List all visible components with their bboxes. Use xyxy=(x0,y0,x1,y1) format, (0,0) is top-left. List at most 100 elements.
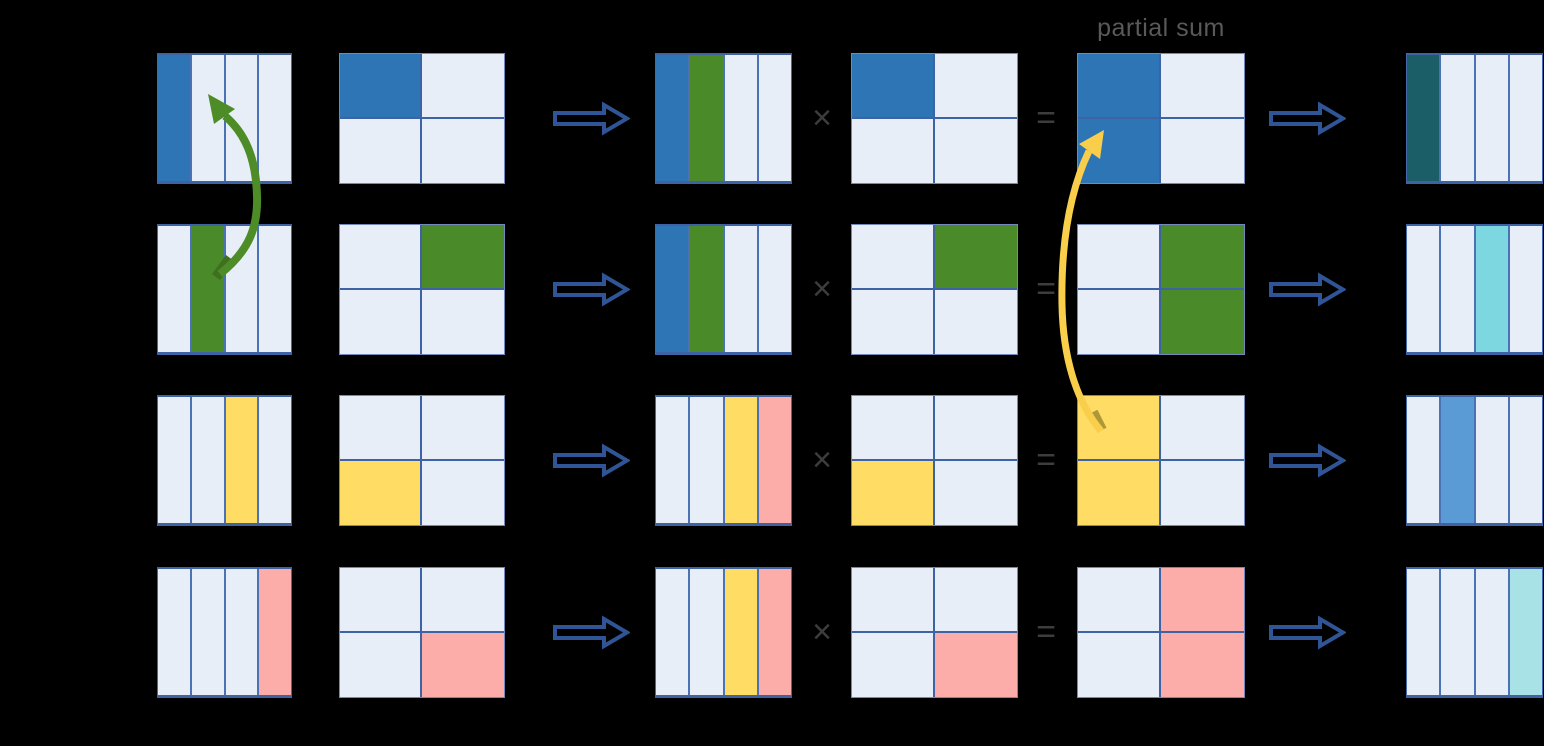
equals-symbol: = xyxy=(1036,99,1056,137)
matrix-cell xyxy=(1078,118,1161,183)
matrix-cell xyxy=(158,226,190,352)
matrix-cell xyxy=(656,397,689,523)
matrix-cell xyxy=(722,569,757,695)
matrix-cell xyxy=(1161,396,1244,461)
matrix-cell xyxy=(189,226,224,352)
matrix-cell xyxy=(340,54,422,119)
result-column-matrix xyxy=(1406,53,1543,184)
input-column-matrix xyxy=(157,395,292,526)
matrix-cell xyxy=(1439,55,1474,181)
matrix-cell xyxy=(656,226,689,352)
matrix-cell xyxy=(852,632,935,697)
diagram-row: × = xyxy=(0,224,1544,355)
matrix-cell xyxy=(1078,632,1161,697)
matrix-cell xyxy=(756,55,791,181)
operand-tile-matrix xyxy=(851,53,1018,184)
matrix-cell xyxy=(756,226,791,352)
matrix-cell xyxy=(688,226,723,352)
matrix-cell xyxy=(1161,460,1244,525)
matrix-cell xyxy=(1473,397,1508,523)
matrix-cell xyxy=(1407,569,1440,695)
matrix-cell xyxy=(1078,568,1161,633)
matrix-cell xyxy=(1078,396,1161,461)
flow-arrow-icon xyxy=(553,443,630,478)
input-column-matrix xyxy=(157,224,292,355)
matrix-cell xyxy=(688,569,723,695)
matrix-cell xyxy=(688,397,723,523)
matrix-cell xyxy=(422,396,504,461)
multiply-symbol: × xyxy=(812,99,832,137)
matrix-cell xyxy=(1473,569,1508,695)
matrix-cell xyxy=(1507,226,1542,352)
loaded-columns-matrix xyxy=(655,224,792,355)
matrix-cell xyxy=(934,54,1017,119)
matrix-cell xyxy=(656,569,689,695)
result-column-matrix xyxy=(1406,224,1543,355)
matrix-cell xyxy=(422,632,504,697)
diagram-row: × = xyxy=(0,53,1544,184)
input-tile-matrix xyxy=(339,224,505,355)
matrix-cell xyxy=(1439,226,1474,352)
matrix-cell xyxy=(1439,397,1474,523)
operand-tile-matrix xyxy=(851,224,1018,355)
equals-symbol: = xyxy=(1036,613,1056,651)
matrix-cell xyxy=(422,118,504,183)
operand-tile-matrix xyxy=(851,395,1018,526)
partial-sum-label: partial sum xyxy=(1097,14,1225,42)
matrix-cell xyxy=(158,55,190,181)
matrix-cell xyxy=(223,226,258,352)
matrix-cell xyxy=(1161,632,1244,697)
matrix-cell xyxy=(1161,289,1244,354)
matrix-cell xyxy=(852,396,935,461)
input-column-matrix xyxy=(157,53,292,184)
matrix-cell xyxy=(340,289,422,354)
loaded-columns-matrix xyxy=(655,567,792,698)
flow-arrow-icon xyxy=(553,272,630,307)
matrix-cell xyxy=(852,225,935,290)
matrix-cell xyxy=(422,225,504,290)
matrix-cell xyxy=(189,569,224,695)
matrix-cell xyxy=(756,569,791,695)
matrix-cell xyxy=(1161,568,1244,633)
input-column-matrix xyxy=(157,567,292,698)
matrix-cell xyxy=(1507,569,1542,695)
partial-sum-matrix xyxy=(1077,224,1245,355)
matrix-cell xyxy=(688,55,723,181)
matrix-cell xyxy=(223,55,258,181)
matrix-cell xyxy=(1473,55,1508,181)
matrix-cell xyxy=(1161,225,1244,290)
matrix-cell xyxy=(257,397,291,523)
matrix-cell xyxy=(852,460,935,525)
matrix-cell xyxy=(934,460,1017,525)
input-tile-matrix xyxy=(339,395,505,526)
matrix-cell xyxy=(1078,289,1161,354)
equals-symbol: = xyxy=(1036,270,1056,308)
matrix-cell xyxy=(422,289,504,354)
matrix-cell xyxy=(189,55,224,181)
matrix-cell xyxy=(1473,226,1508,352)
loaded-columns-matrix xyxy=(655,53,792,184)
matrix-cell xyxy=(934,632,1017,697)
matrix-cell xyxy=(656,55,689,181)
matrix-cell xyxy=(223,569,258,695)
diagram-row: × = xyxy=(0,395,1544,526)
matrix-cell xyxy=(1407,55,1440,181)
matrix-cell xyxy=(1439,569,1474,695)
matrix-cell xyxy=(852,289,935,354)
flow-arrow-icon xyxy=(1269,101,1346,136)
partial-sum-matrix xyxy=(1077,395,1245,526)
matrix-cell xyxy=(340,568,422,633)
matrix-cell xyxy=(1507,397,1542,523)
partial-sum-matrix xyxy=(1077,53,1245,184)
flow-arrow-icon xyxy=(553,615,630,650)
flow-arrow-icon xyxy=(1269,443,1346,478)
matrix-cell xyxy=(756,397,791,523)
matrix-cell xyxy=(340,118,422,183)
matrix-cell xyxy=(257,55,291,181)
matrix-cell xyxy=(422,54,504,119)
matrix-cell xyxy=(422,568,504,633)
operand-tile-matrix xyxy=(851,567,1018,698)
matrix-cell xyxy=(1407,397,1440,523)
matrix-cell xyxy=(1078,460,1161,525)
